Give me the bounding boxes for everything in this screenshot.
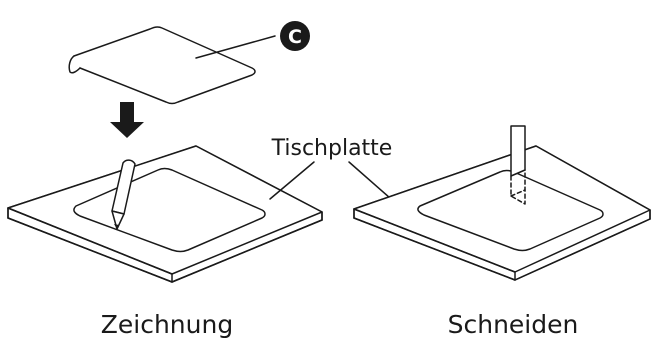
traced-outline [73, 167, 266, 253]
right-tabletop [353, 145, 651, 281]
template-sheet [68, 26, 276, 105]
template-badge: C [280, 21, 310, 51]
cut-outline [417, 169, 604, 252]
tabletop-leader-left [269, 161, 315, 200]
cutter-blade [510, 125, 526, 205]
template-callout-label: C [288, 26, 302, 48]
template-callout-line [195, 35, 276, 59]
right-caption: Schneiden [448, 310, 579, 339]
pencil-icon [111, 159, 136, 230]
left-tabletop [7, 145, 323, 283]
tabletop-label: Tischplatte [271, 136, 393, 161]
circle-letter-badge-icon [280, 21, 310, 51]
left-caption: Zeichnung [101, 310, 233, 339]
down-arrow-icon [110, 102, 144, 138]
